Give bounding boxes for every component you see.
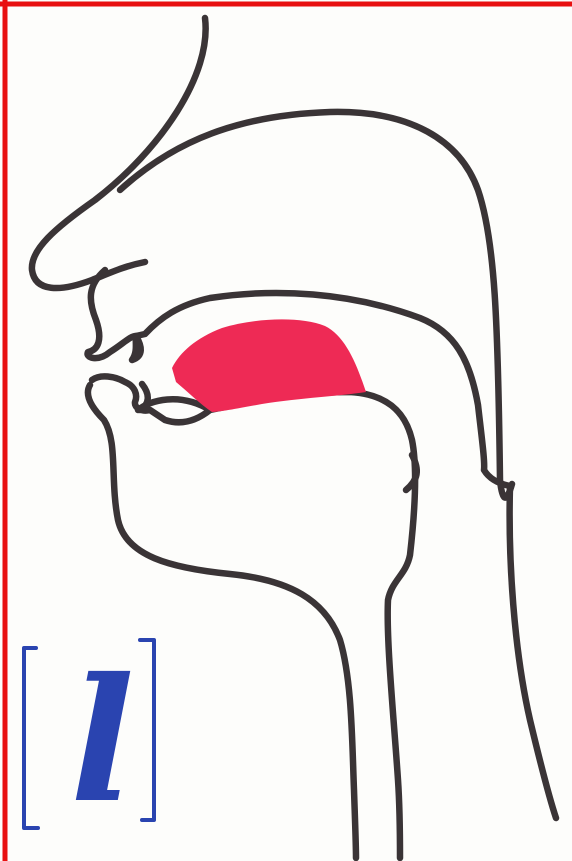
epiglottis-outline (406, 455, 417, 490)
pharynx-outline (210, 392, 415, 858)
nose-outline (32, 18, 206, 288)
phoneme-letter: l (70, 641, 135, 841)
nasal-cavity-outline (120, 112, 512, 498)
upper-tooth (132, 336, 141, 360)
tongue-highlight (172, 319, 366, 412)
lower-tooth (140, 384, 148, 410)
open-bracket (24, 648, 38, 828)
close-bracket (140, 640, 154, 820)
